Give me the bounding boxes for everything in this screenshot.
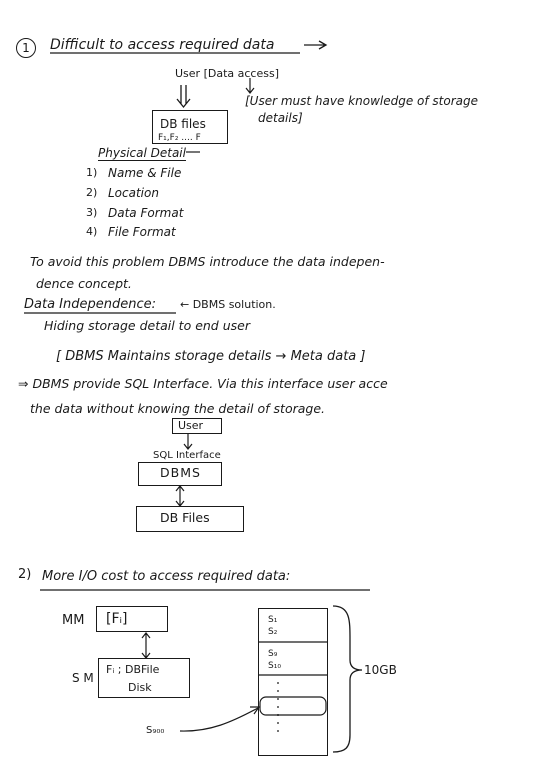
physical-detail-num-2: 2) [86,186,98,199]
section1-title: Difficult to access required data [50,37,275,53]
block-label-s2: S₂ [268,627,278,637]
mm-label: MM [62,613,85,628]
metadata-line: [ DBMS Maintains storage details → Meta … [56,349,366,364]
diagram-dbms-box [138,462,222,486]
diagram-dbms-label: DBMS [160,465,201,480]
physical-detail-item-2: Location [108,186,159,200]
sm-box [98,658,190,698]
physical-detail-item-4: File Format [108,225,176,239]
mm-box [96,606,168,632]
user-note-line2: details] [258,111,303,125]
avoid-problem-line1: To avoid this problem DBMS introduce the… [30,254,385,269]
sql-interface-line2: the data without knowing the detail of s… [30,401,325,416]
sm-box-line2: Disk [128,681,152,694]
hiding-storage-line: Hiding storage detail to end user [44,318,250,333]
physical-detail-heading: Physical Detail [98,146,186,160]
diagram-db-files-box [136,506,244,532]
sm-label: S M [72,671,94,685]
sql-interface-line1: ⇒ DBMS provide SQL Interface. Via this i… [18,376,388,391]
sm-box-line1: Fᵢ ; DBFile [106,663,160,676]
section2-number: 2) [18,567,32,582]
block-label-s1: S₁ [268,615,278,625]
physical-detail-num-3: 3) [86,206,98,219]
physical-detail-num-1: 1) [86,166,98,179]
diagram-user-label: User [178,419,204,432]
physical-detail-item-3: Data Format [108,206,184,220]
storage-size-label: 10GB [364,663,397,677]
mm-box-content: [Fᵢ] [106,611,128,627]
block-label-s9: S₉ [268,649,278,659]
db-files-label: DB files [160,117,206,131]
physical-detail-item-1: Name & File [108,166,182,180]
pointer-label: S₉₀₀ [146,725,165,736]
diagram-user-box [172,418,222,434]
section2-title: More I/O cost to access required data: [42,569,291,584]
section1-number: 1 [16,38,36,58]
user-note-line1: [User must have knowledge of storage [245,94,478,108]
storage-column [258,608,328,756]
block-label-s10: S₁₀ [268,661,281,671]
user-data-access: User [Data access] [175,67,279,80]
data-independence-solution: ← DBMS solution. [180,298,276,311]
diagram-sql-interface: SQL Interface [153,450,221,461]
db-files-box [152,110,228,144]
physical-detail-num-4: 4) [86,225,98,238]
data-independence-label: Data Independence: [24,297,156,312]
db-files-sub: F₁,F₂ .... F [158,133,201,143]
avoid-problem-line2: dence concept. [36,276,132,291]
diagram-db-files-label: DB Files [160,510,210,525]
